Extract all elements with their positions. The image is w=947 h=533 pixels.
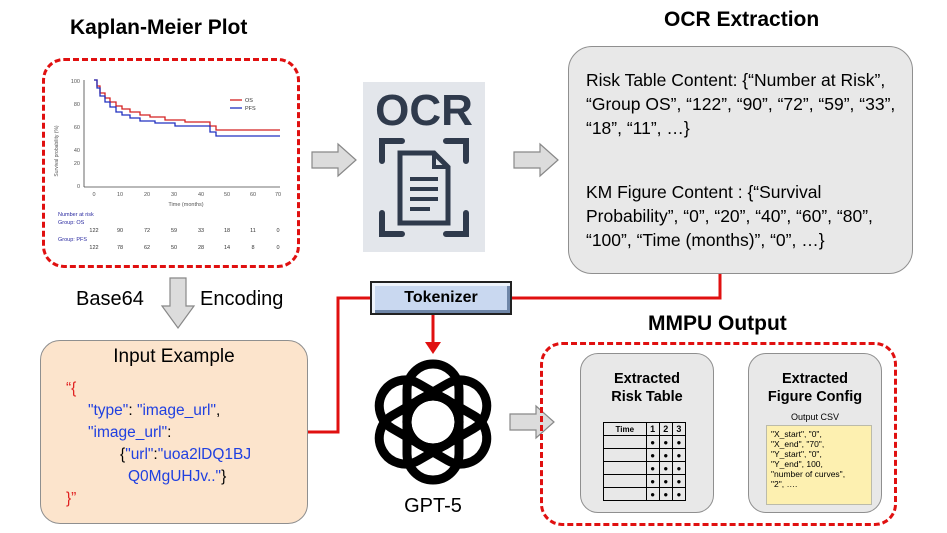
- encoding-label-left: Base64: [76, 288, 144, 310]
- ocr-icon-text: OCR: [375, 86, 473, 135]
- x-tick: 50: [224, 192, 230, 198]
- pfs-count: 50: [171, 245, 177, 251]
- km-y-label: Survival probability (%): [54, 125, 60, 176]
- url-value-2: Q0MgUHJv..": [128, 468, 222, 485]
- os-count: 90: [117, 228, 123, 234]
- type-value: "image_url": [136, 402, 217, 419]
- number-at-risk-label: Number at risk: [58, 212, 94, 218]
- json-close: }”: [66, 490, 77, 507]
- arrow-km-to-ocr: [311, 142, 357, 178]
- group-os-label: Group: OS: [58, 220, 85, 226]
- legend-pfs: PFS: [245, 106, 256, 112]
- document-scan-icon: [379, 138, 469, 237]
- arrow-encoding-down: [160, 277, 196, 330]
- table-header: 2: [658, 422, 673, 436]
- url-key: "url": [125, 446, 154, 463]
- km-title: Kaplan-Meier Plot: [70, 16, 248, 39]
- risk-table-content: Risk Table Content: {“Number at Risk”, “…: [586, 70, 896, 138]
- tokenizer-box: Tokenizer: [370, 281, 512, 315]
- pfs-count: 8: [251, 245, 254, 251]
- y-tick: 60: [74, 125, 80, 131]
- pfs-count: 28: [198, 245, 204, 251]
- y-tick: 20: [74, 161, 80, 167]
- km-x-label: Time (months): [168, 202, 203, 208]
- os-count: 18: [224, 228, 230, 234]
- km-plot: Survival probability (%) 100 80 60 40 20…: [54, 79, 281, 251]
- x-tick: 40: [198, 192, 204, 198]
- group-pfs-label: Group: PFS: [58, 237, 87, 243]
- pfs-count: 78: [117, 245, 123, 251]
- pfs-count: 62: [144, 245, 150, 251]
- arrow-gpt-to-output: [509, 404, 555, 440]
- tokenizer-label: Tokenizer: [404, 289, 478, 306]
- os-count: 122: [89, 228, 98, 234]
- legend-os: OS: [245, 98, 253, 104]
- type-key: "type": [88, 402, 129, 419]
- url-value-1: "uoa2lDQ1BJ: [157, 446, 252, 463]
- gpt-label: GPT-5: [404, 495, 462, 517]
- x-tick: 20: [144, 192, 150, 198]
- ocr-extraction-box: [568, 46, 913, 274]
- x-tick: 70: [275, 192, 281, 198]
- y-tick: 100: [71, 79, 80, 85]
- ocr-extraction-title: OCR Extraction: [664, 8, 820, 31]
- x-tick: 0: [92, 192, 95, 198]
- arrow-ocr-to-extraction: [513, 142, 559, 178]
- os-count: 11: [250, 228, 256, 234]
- x-tick: 60: [250, 192, 256, 198]
- json-open: “{: [66, 380, 77, 397]
- input-example-title: Input Example: [113, 346, 235, 367]
- risk-table-title: Extracted Risk Table: [611, 371, 683, 405]
- km-plot-box: [42, 58, 300, 268]
- output-csv: "X_start", "0", "X_end", "70", "Y_start"…: [766, 425, 872, 505]
- pfs-count: 14: [224, 245, 230, 251]
- image-url-key: "image_url": [88, 424, 168, 441]
- pfs-count: 0: [276, 245, 279, 251]
- km-figure-content: KM Figure Content : {“Survival Probabili…: [586, 182, 873, 250]
- table-header: Time: [603, 422, 647, 436]
- os-count: 72: [144, 228, 150, 234]
- input-example-box: [40, 340, 308, 524]
- pfs-curve: [94, 79, 280, 137]
- y-tick: 40: [74, 148, 80, 154]
- table-header: 1: [645, 422, 660, 436]
- mmpu-title: MMPU Output: [648, 312, 787, 335]
- pfs-count: 122: [89, 245, 98, 251]
- risk-table-icon: Time 1 2 3: [603, 422, 687, 501]
- input-example-code: “{ "type": "image_url", "image_url": {"u…: [66, 380, 252, 507]
- os-count: 0: [276, 228, 279, 234]
- encoding-label-right: Encoding: [200, 288, 284, 310]
- os-curve: [94, 79, 280, 131]
- figure-config-title: Extracted Figure Config: [767, 371, 863, 405]
- x-tick: 10: [117, 192, 123, 198]
- x-tick: 30: [171, 192, 177, 198]
- gpt-logo-icon: [374, 359, 492, 485]
- os-count: 59: [171, 228, 177, 234]
- table-header: 3: [671, 422, 687, 436]
- y-tick: 80: [74, 102, 80, 108]
- csv-title: Output CSV: [790, 412, 840, 422]
- os-count: 33: [198, 228, 204, 234]
- mmpu-output-box: [540, 342, 897, 526]
- y-tick: 0: [77, 184, 80, 190]
